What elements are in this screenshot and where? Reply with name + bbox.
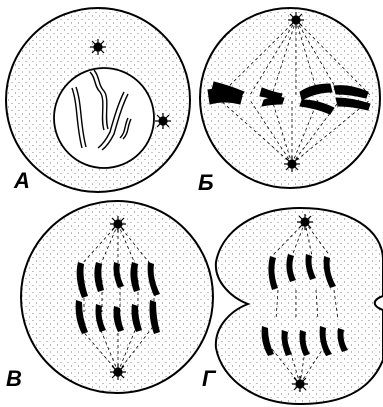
centrosome-right (155, 113, 171, 129)
cell-anaphase: В (6, 201, 213, 393)
panel-label-v: В (6, 366, 22, 391)
panel-label-a: А (13, 168, 30, 193)
panel-label-b: Б (198, 170, 214, 195)
cell-telophase: Г (202, 208, 383, 404)
panel-label-g: Г (202, 366, 217, 391)
cell-metaphase: Б (198, 8, 380, 195)
centrosome-top (90, 39, 106, 55)
cell-prophase: А (6, 8, 190, 193)
nucleus (54, 68, 154, 168)
